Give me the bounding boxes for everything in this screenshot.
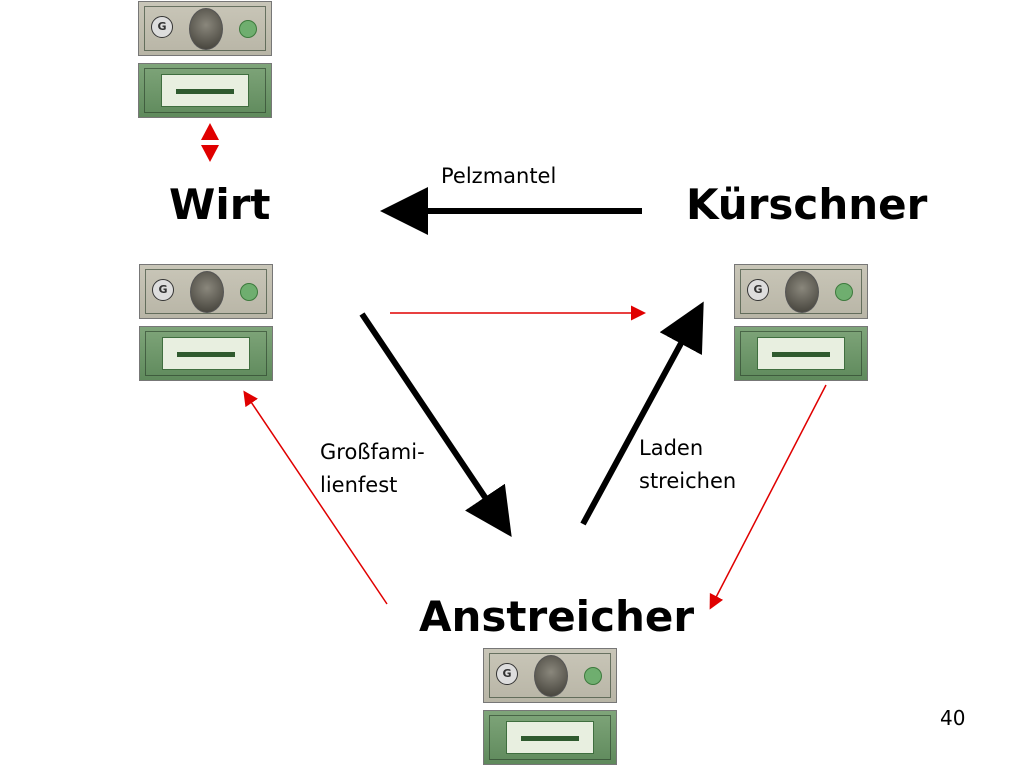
banknote-stack-top: G: [138, 1, 274, 118]
node-kuerschner: Kürschner: [686, 180, 928, 229]
double-arrow-icon: [201, 123, 219, 162]
banknote-stack-anstreicher: G: [483, 648, 619, 765]
node-wirt: Wirt: [169, 180, 271, 229]
edge-label-laden-line1: Laden: [639, 436, 704, 460]
banknote-icon: [734, 326, 868, 381]
edge-label-laden-streichen: Laden streichen: [639, 432, 736, 498]
edge-label-grossfamilienfest-line2: lienfest: [320, 473, 398, 497]
edge-label-pelzmantel: Pelzmantel: [441, 164, 557, 188]
edge-label-grossfamilienfest-line1: Großfami-: [320, 440, 425, 464]
banknote-icon: G: [734, 264, 868, 319]
banknote-icon: G: [483, 648, 617, 703]
banknote-stack-wirt: G: [139, 264, 275, 381]
money-arrow-kuerschner-to-anstreicher: [709, 384, 827, 610]
edge-label-laden-line2: streichen: [639, 469, 737, 493]
banknote-icon: [483, 710, 617, 765]
banknote-icon: [139, 326, 273, 381]
node-anstreicher: Anstreicher: [419, 592, 695, 641]
banknote-icon: G: [138, 1, 272, 56]
banknote-icon: G: [139, 264, 273, 319]
banknote-icon: [138, 63, 272, 118]
banknote-stack-kuerschner: G: [734, 264, 870, 381]
page-number: 40: [940, 706, 966, 730]
edge-label-grossfamilienfest: Großfami- lienfest: [320, 436, 425, 502]
money-arrow-anstreicher-to-wirt: [243, 390, 388, 605]
arrow-anstreicher-to-kuerschner: [580, 301, 704, 526]
arrow-wirt-to-anstreicher: [359, 312, 512, 537]
